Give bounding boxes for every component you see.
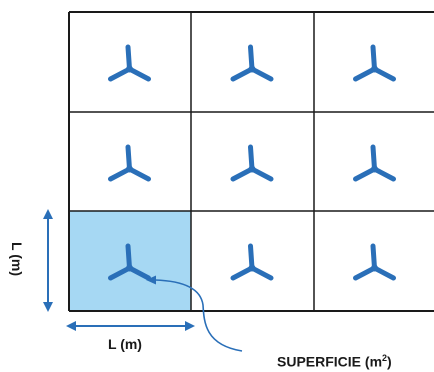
wind-turbine-icon — [230, 44, 274, 82]
area-callout-arrow — [146, 275, 243, 352]
horizontal-dimension-label: L (m) — [108, 336, 142, 352]
vertical-dimension-label: L (m) — [9, 242, 25, 276]
area-label-text: SUPERFICIE (m — [277, 353, 383, 370]
wind-turbine-icon — [108, 243, 151, 281]
wind-turbine-icon — [230, 144, 274, 182]
horizontal-dimension-text: L (m) — [108, 336, 142, 352]
vertical-dimension-text: L (m) — [9, 242, 25, 276]
area-label-close: ) — [387, 353, 392, 370]
wind-turbine-icon — [353, 144, 396, 182]
area-label: SUPERFICIE (m2) — [277, 353, 392, 370]
wind-turbine-icon — [353, 44, 396, 82]
grid-lines — [68, 11, 434, 312]
wind-turbine-icon — [230, 243, 274, 281]
horizontal-dimension-arrow — [66, 321, 195, 331]
wind-turbine-icon — [108, 44, 151, 82]
wind-turbine-icon — [108, 144, 151, 182]
wind-turbine-icon — [353, 243, 396, 281]
vertical-dimension-arrow — [43, 209, 53, 312]
area-label-superscript: 2 — [382, 353, 388, 363]
turbine-icons — [108, 44, 396, 281]
